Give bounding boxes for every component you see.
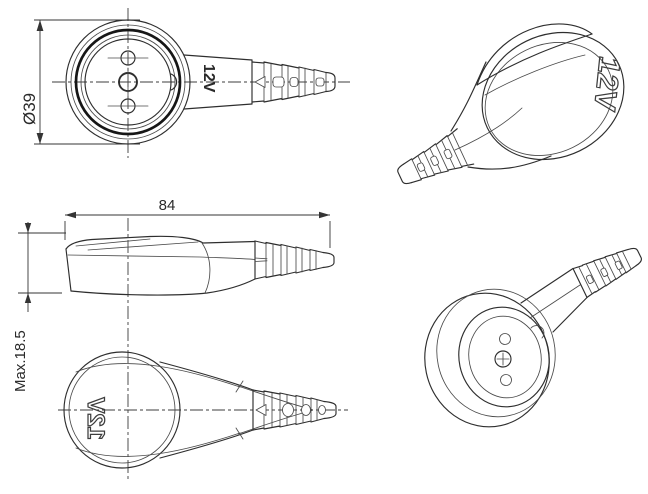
nozzle-iso-top	[397, 128, 475, 185]
length-dimension: 84	[64, 197, 331, 248]
height-dimension: Max.18.5	[12, 222, 66, 392]
voltage-marking-bottom-view: 12V	[82, 397, 109, 440]
side-contact-bump	[530, 325, 545, 339]
latch-arrow	[255, 404, 267, 416]
head-silhouette	[424, 292, 550, 428]
nozzle-side	[254, 240, 335, 280]
bottom-view: 12V	[58, 351, 348, 469]
top-shell-edge	[476, 23, 593, 86]
body-top-edge	[183, 54, 253, 61]
nozzle-hole	[416, 162, 426, 172]
nozzle-hole	[430, 155, 440, 166]
top-hole	[499, 333, 511, 345]
nozzle-hole	[585, 274, 594, 284]
body-lower-edge	[552, 296, 588, 333]
nozzle-hole	[282, 403, 294, 417]
nozzle-tip-cap	[323, 400, 337, 420]
inner-ring-circle	[80, 34, 176, 130]
face-ring	[458, 306, 550, 408]
max-height-label: Max.18.5	[12, 330, 29, 392]
center-contact	[494, 350, 512, 368]
diameter-label: Ø39	[20, 93, 39, 125]
nozzle-hole	[315, 77, 325, 87]
side-body	[65, 235, 256, 296]
nozzle-tip-cap	[322, 251, 335, 269]
body-bottom-edge	[159, 429, 254, 459]
nozzle-tip-cap	[325, 71, 336, 93]
nozzle-hole	[614, 260, 623, 270]
side-contact-bump	[170, 73, 178, 91]
nozzle-hole	[318, 405, 326, 415]
body-bottom-edge	[183, 103, 253, 110]
latch-arrow	[254, 76, 266, 88]
body-lower-edge	[467, 155, 552, 170]
iso-view-bottom	[424, 247, 642, 428]
body-upper-edge	[450, 61, 487, 132]
seal-ring-circle	[74, 28, 182, 136]
body-ridge	[529, 284, 581, 319]
shell-crease	[484, 54, 586, 96]
body-top-edge	[159, 361, 254, 391]
top-shell-edge	[476, 33, 593, 86]
nozzle-tip-cap	[627, 247, 642, 267]
nozzle-bottom	[252, 389, 337, 431]
cone-base-ring	[572, 267, 588, 299]
nozzle-hole	[600, 267, 609, 277]
head-silhouette	[481, 31, 625, 161]
grip-swoosh	[75, 363, 241, 388]
nozzle-front	[251, 61, 336, 103]
diameter-dimension: Ø39	[20, 19, 140, 145]
nozzle-hole	[301, 404, 311, 416]
nozzle-iso-bottom	[572, 247, 642, 298]
voltage-marking-top-view: 12V	[200, 64, 217, 93]
voltage-marking-iso: 12V	[588, 54, 626, 114]
face-circle	[84, 38, 172, 126]
head-outline	[63, 351, 181, 469]
ring-circle	[70, 24, 186, 140]
funnel-line	[237, 410, 313, 435]
funnel-line	[237, 385, 313, 410]
head-back-rim	[436, 288, 556, 418]
head-rim	[484, 42, 614, 156]
iso-view-top: 12V	[397, 23, 626, 185]
bottom-hole	[500, 374, 512, 386]
head-inner-ring	[68, 356, 176, 464]
face-inner-ring	[468, 315, 542, 399]
front-view: 12V Ø39	[20, 8, 350, 158]
body-upper-edge	[520, 267, 574, 304]
nozzle-hole	[443, 148, 453, 160]
nozzle-hole	[272, 76, 285, 88]
grip-swoosh	[75, 432, 241, 457]
side-view: 84 Max.18.5	[12, 197, 335, 480]
length-label: 84	[159, 197, 176, 214]
nozzle-hole	[289, 77, 299, 87]
body-ridge	[454, 107, 523, 151]
